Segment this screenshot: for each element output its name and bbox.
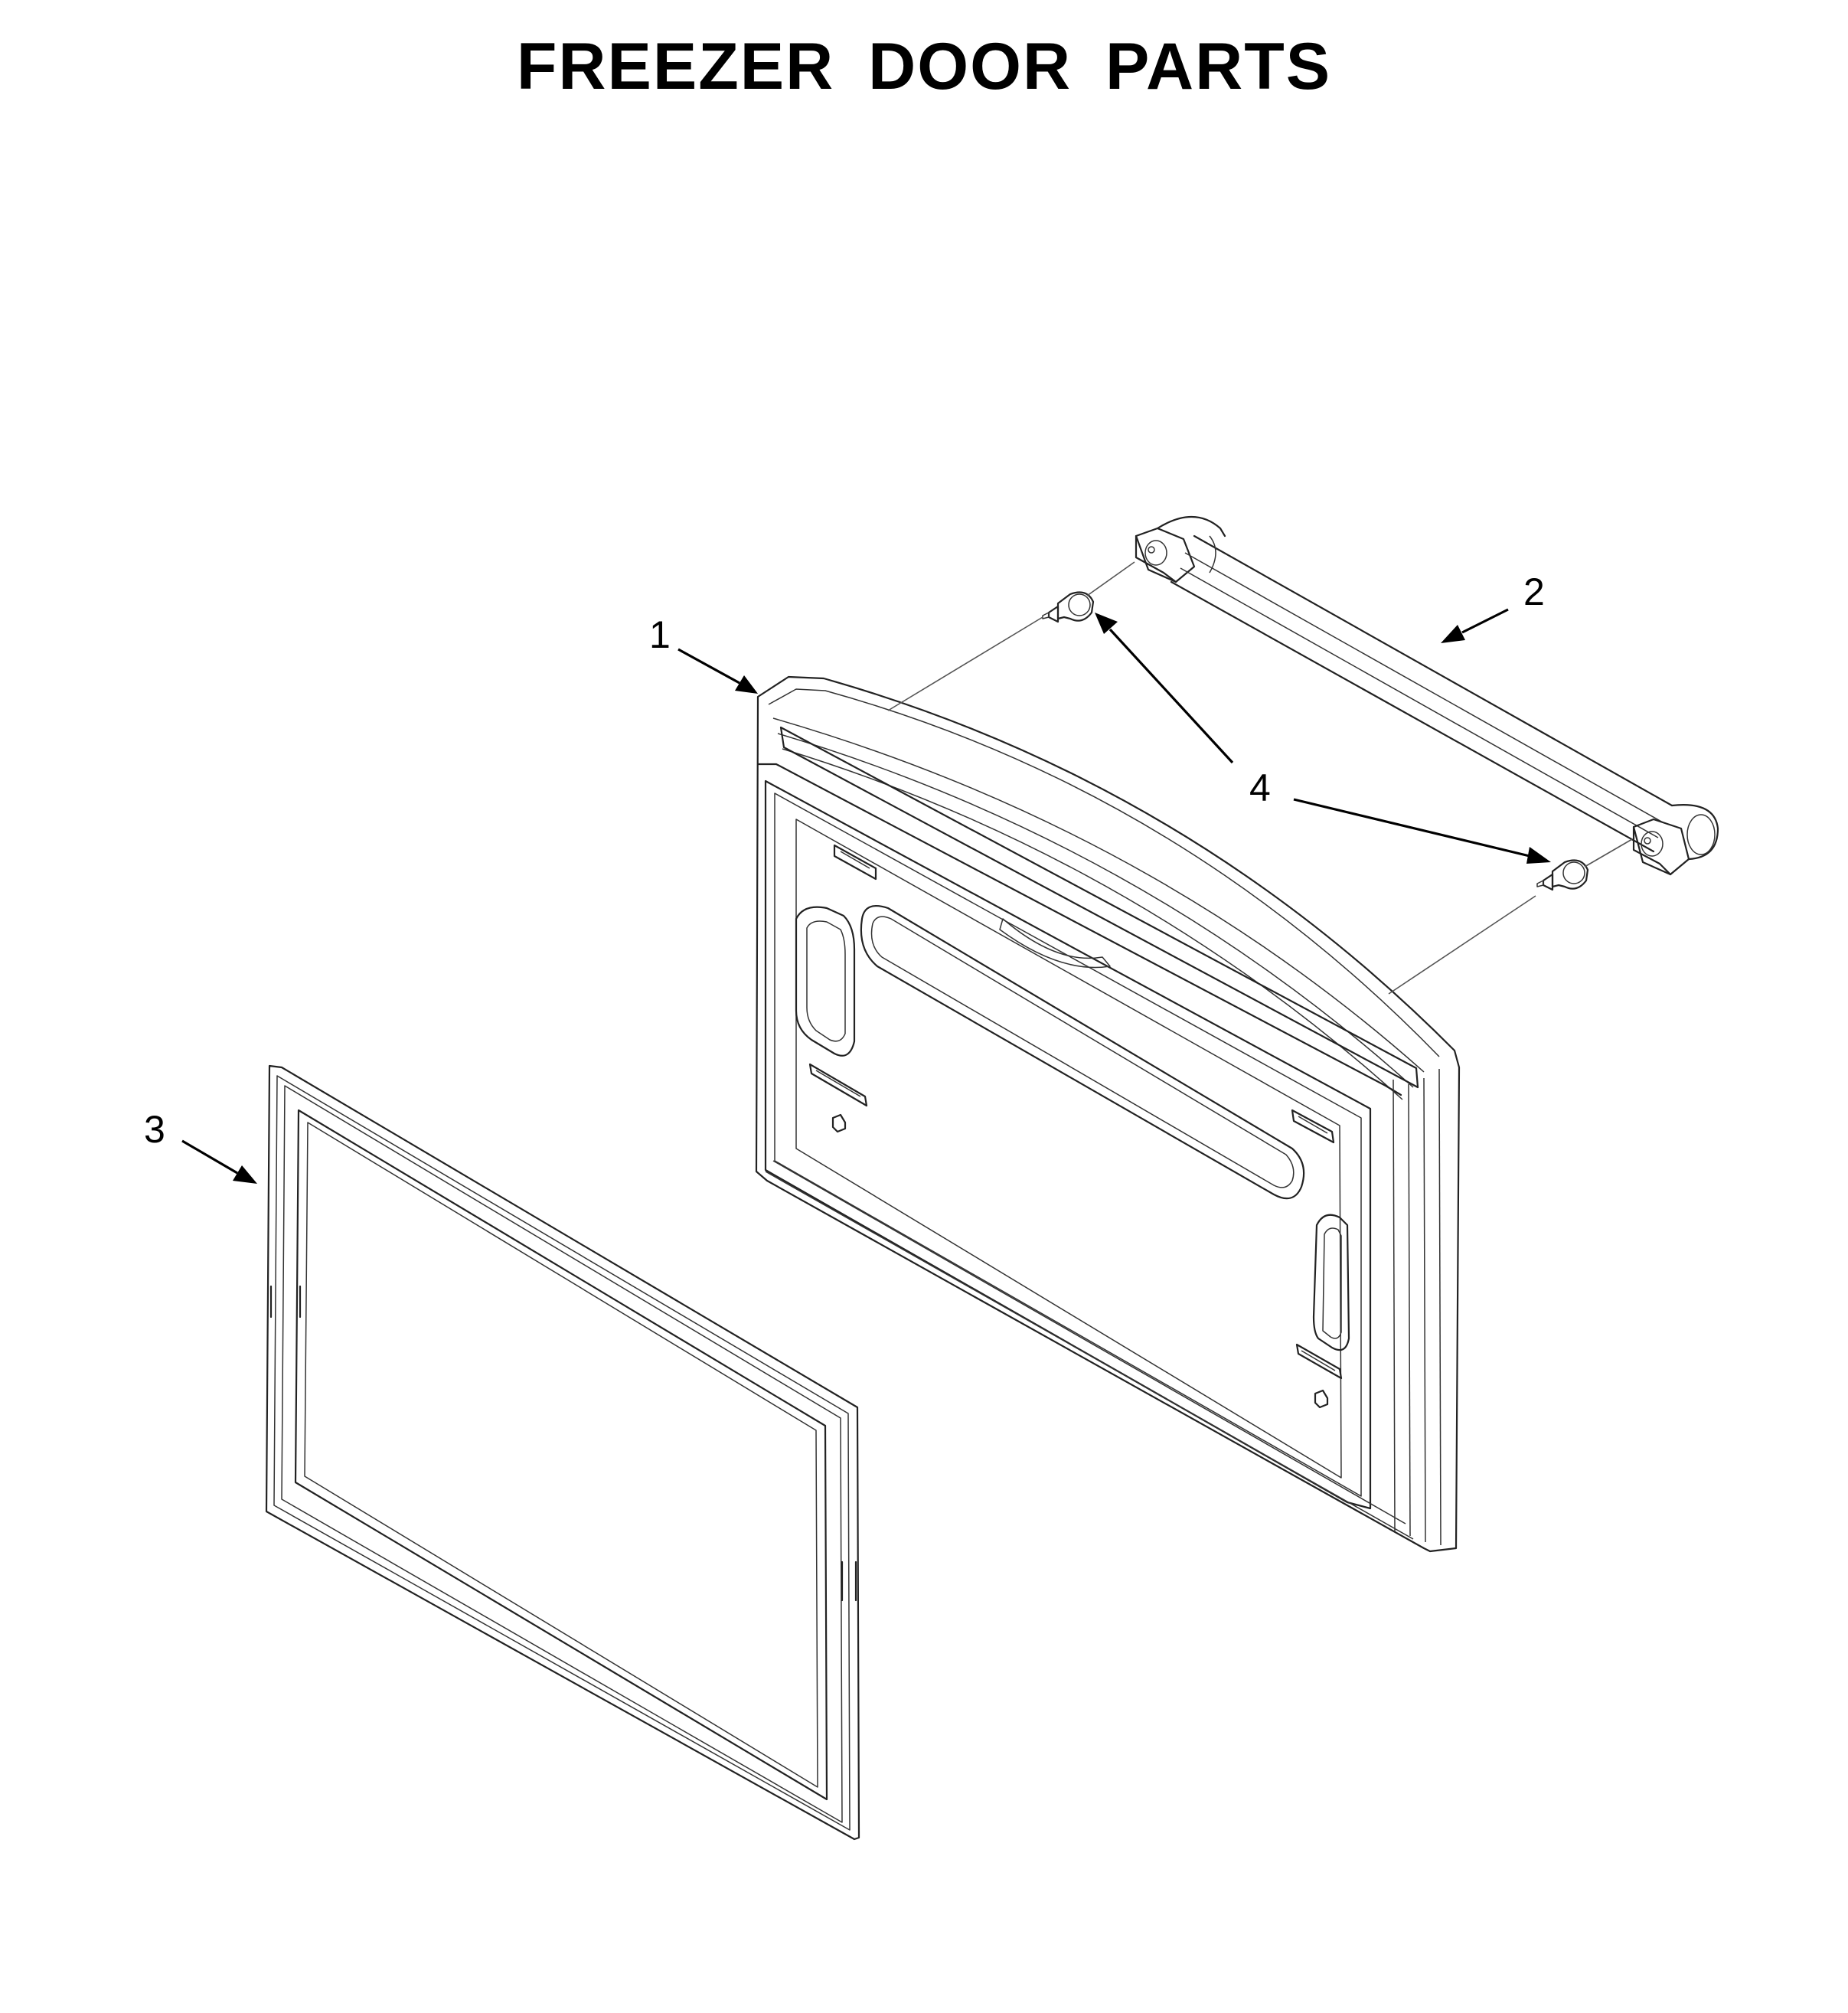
page-title: FREEZER DOOR PARTS bbox=[516, 30, 1332, 103]
door-assembly-part bbox=[755, 675, 1461, 1553]
callout-label-1: 1 bbox=[649, 613, 671, 656]
callout-arrow-2 bbox=[1441, 608, 1509, 643]
callout-arrow-4b bbox=[1293, 798, 1551, 864]
callout-label-4: 4 bbox=[1249, 766, 1271, 809]
callout-label-3: 3 bbox=[144, 1108, 165, 1151]
callout-arrow-3 bbox=[181, 1139, 257, 1184]
callout-label-2: 2 bbox=[1523, 570, 1545, 613]
callout-arrow-4a bbox=[1095, 613, 1234, 764]
assembly-leader-lines bbox=[887, 561, 1633, 995]
gasket-part bbox=[265, 1064, 860, 1841]
callout-arrow-1 bbox=[677, 648, 758, 694]
handle-part bbox=[1135, 515, 1719, 876]
handle-stud-upper bbox=[1042, 591, 1095, 623]
handle-stud-lower bbox=[1536, 859, 1589, 891]
